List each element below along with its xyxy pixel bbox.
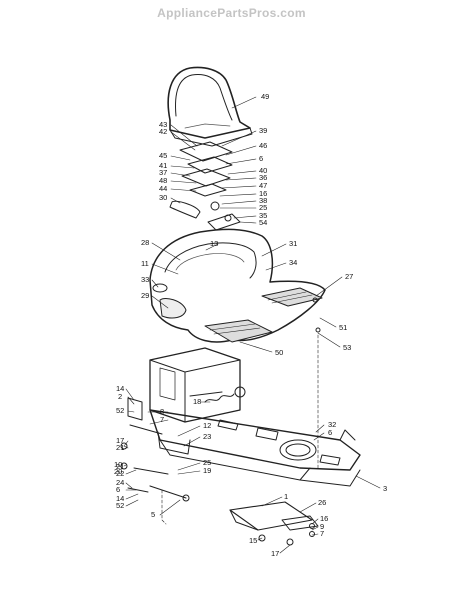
part-number-callout: 21: [116, 462, 124, 471]
part-number-callout: 3: [383, 484, 387, 493]
part-number-callout: 14: [116, 384, 124, 393]
part-number-callout: 37: [159, 168, 167, 177]
part-number-callout: 7: [160, 415, 164, 424]
part-number-callout: 17: [271, 549, 279, 558]
part-number-callout: 53: [343, 343, 351, 352]
leader-lines-middle: [151, 242, 343, 471]
pedal-bracket: [229, 501, 319, 546]
part-number-callout: 5: [151, 510, 155, 519]
part-number-callout: 43: [159, 120, 167, 129]
frame-assembly: [149, 347, 361, 487]
body-fender: [149, 228, 326, 343]
part-number-callout: 2: [118, 392, 122, 401]
part-number-callout: 25: [203, 458, 211, 467]
part-number-callout: 46: [259, 141, 267, 150]
brake-linkage: [120, 397, 191, 525]
part-number-callout: 7: [320, 529, 324, 538]
part-number-callout: 25: [259, 203, 267, 212]
part-number-callout: 39: [259, 126, 267, 135]
part-number-callout: 32: [328, 420, 336, 429]
part-number-callout: 49: [261, 92, 269, 101]
watermark-text: AppliancePartsPros.com: [157, 6, 306, 20]
part-number-callout: 26: [318, 498, 326, 507]
part-number-callout: 27: [345, 272, 353, 281]
part-number-callout: 11: [141, 259, 149, 268]
part-number-callout: 31: [289, 239, 297, 248]
part-number-callout: 34: [289, 258, 297, 267]
part-number-callout: 36: [259, 173, 267, 182]
part-number-callout: 8: [160, 407, 164, 416]
seat-assembly: [167, 66, 253, 147]
part-number-callout: 14: [116, 494, 124, 503]
part-number-callout: 13: [210, 239, 218, 248]
part-number-callout: 6: [328, 428, 332, 437]
leader-lines-lower-right: [257, 496, 319, 554]
part-number-callout: 38: [259, 196, 267, 205]
seat-bracket-stack: [169, 141, 241, 231]
part-number-callout: 6: [259, 154, 263, 163]
part-number-callout: 30: [159, 193, 167, 202]
part-number-callout: 21: [116, 443, 124, 452]
part-number-callout: 22: [116, 469, 124, 478]
part-number-callout: 33: [141, 275, 149, 284]
part-number-callout: 24: [116, 478, 124, 487]
part-number-callout: 16: [320, 514, 328, 523]
part-number-callout: 16: [259, 189, 267, 198]
part-number-callout: 10: [114, 460, 122, 469]
part-number-callout: 23: [203, 432, 211, 441]
part-number-callout: 48: [159, 176, 167, 185]
part-number-callout: 28: [141, 238, 149, 247]
part-number-callout: 6: [116, 485, 120, 494]
leader-lines-top: [170, 96, 257, 224]
part-number-callout: 44: [159, 184, 167, 193]
part-number-callout: 52: [116, 501, 124, 510]
part-number-callout: 47: [259, 181, 267, 190]
part-number-callout: 54: [259, 218, 267, 227]
part-number-callout: 19: [203, 466, 211, 475]
part-number-callout: 51: [339, 323, 347, 332]
part-number-callout: 45: [159, 151, 167, 160]
part-number-callout: 40: [259, 166, 267, 175]
part-number-callout: 20: [114, 467, 122, 476]
part-number-callout: 18: [193, 397, 201, 406]
part-number-callout: 17: [116, 436, 124, 445]
part-number-callout: 15: [249, 536, 257, 545]
part-number-callout: 41: [159, 161, 167, 170]
part-number-callout: 9: [320, 522, 324, 531]
part-number-callout: 29: [141, 291, 149, 300]
part-number-callout: 35: [259, 211, 267, 220]
leader-lines-lower-left: [123, 388, 381, 516]
part-number-callout: 12: [203, 421, 211, 430]
part-number-callout: 42: [159, 127, 167, 136]
part-number-callout: 50: [275, 348, 283, 357]
part-number-callout: 1: [284, 492, 288, 501]
part-number-callout: 52: [116, 406, 124, 415]
